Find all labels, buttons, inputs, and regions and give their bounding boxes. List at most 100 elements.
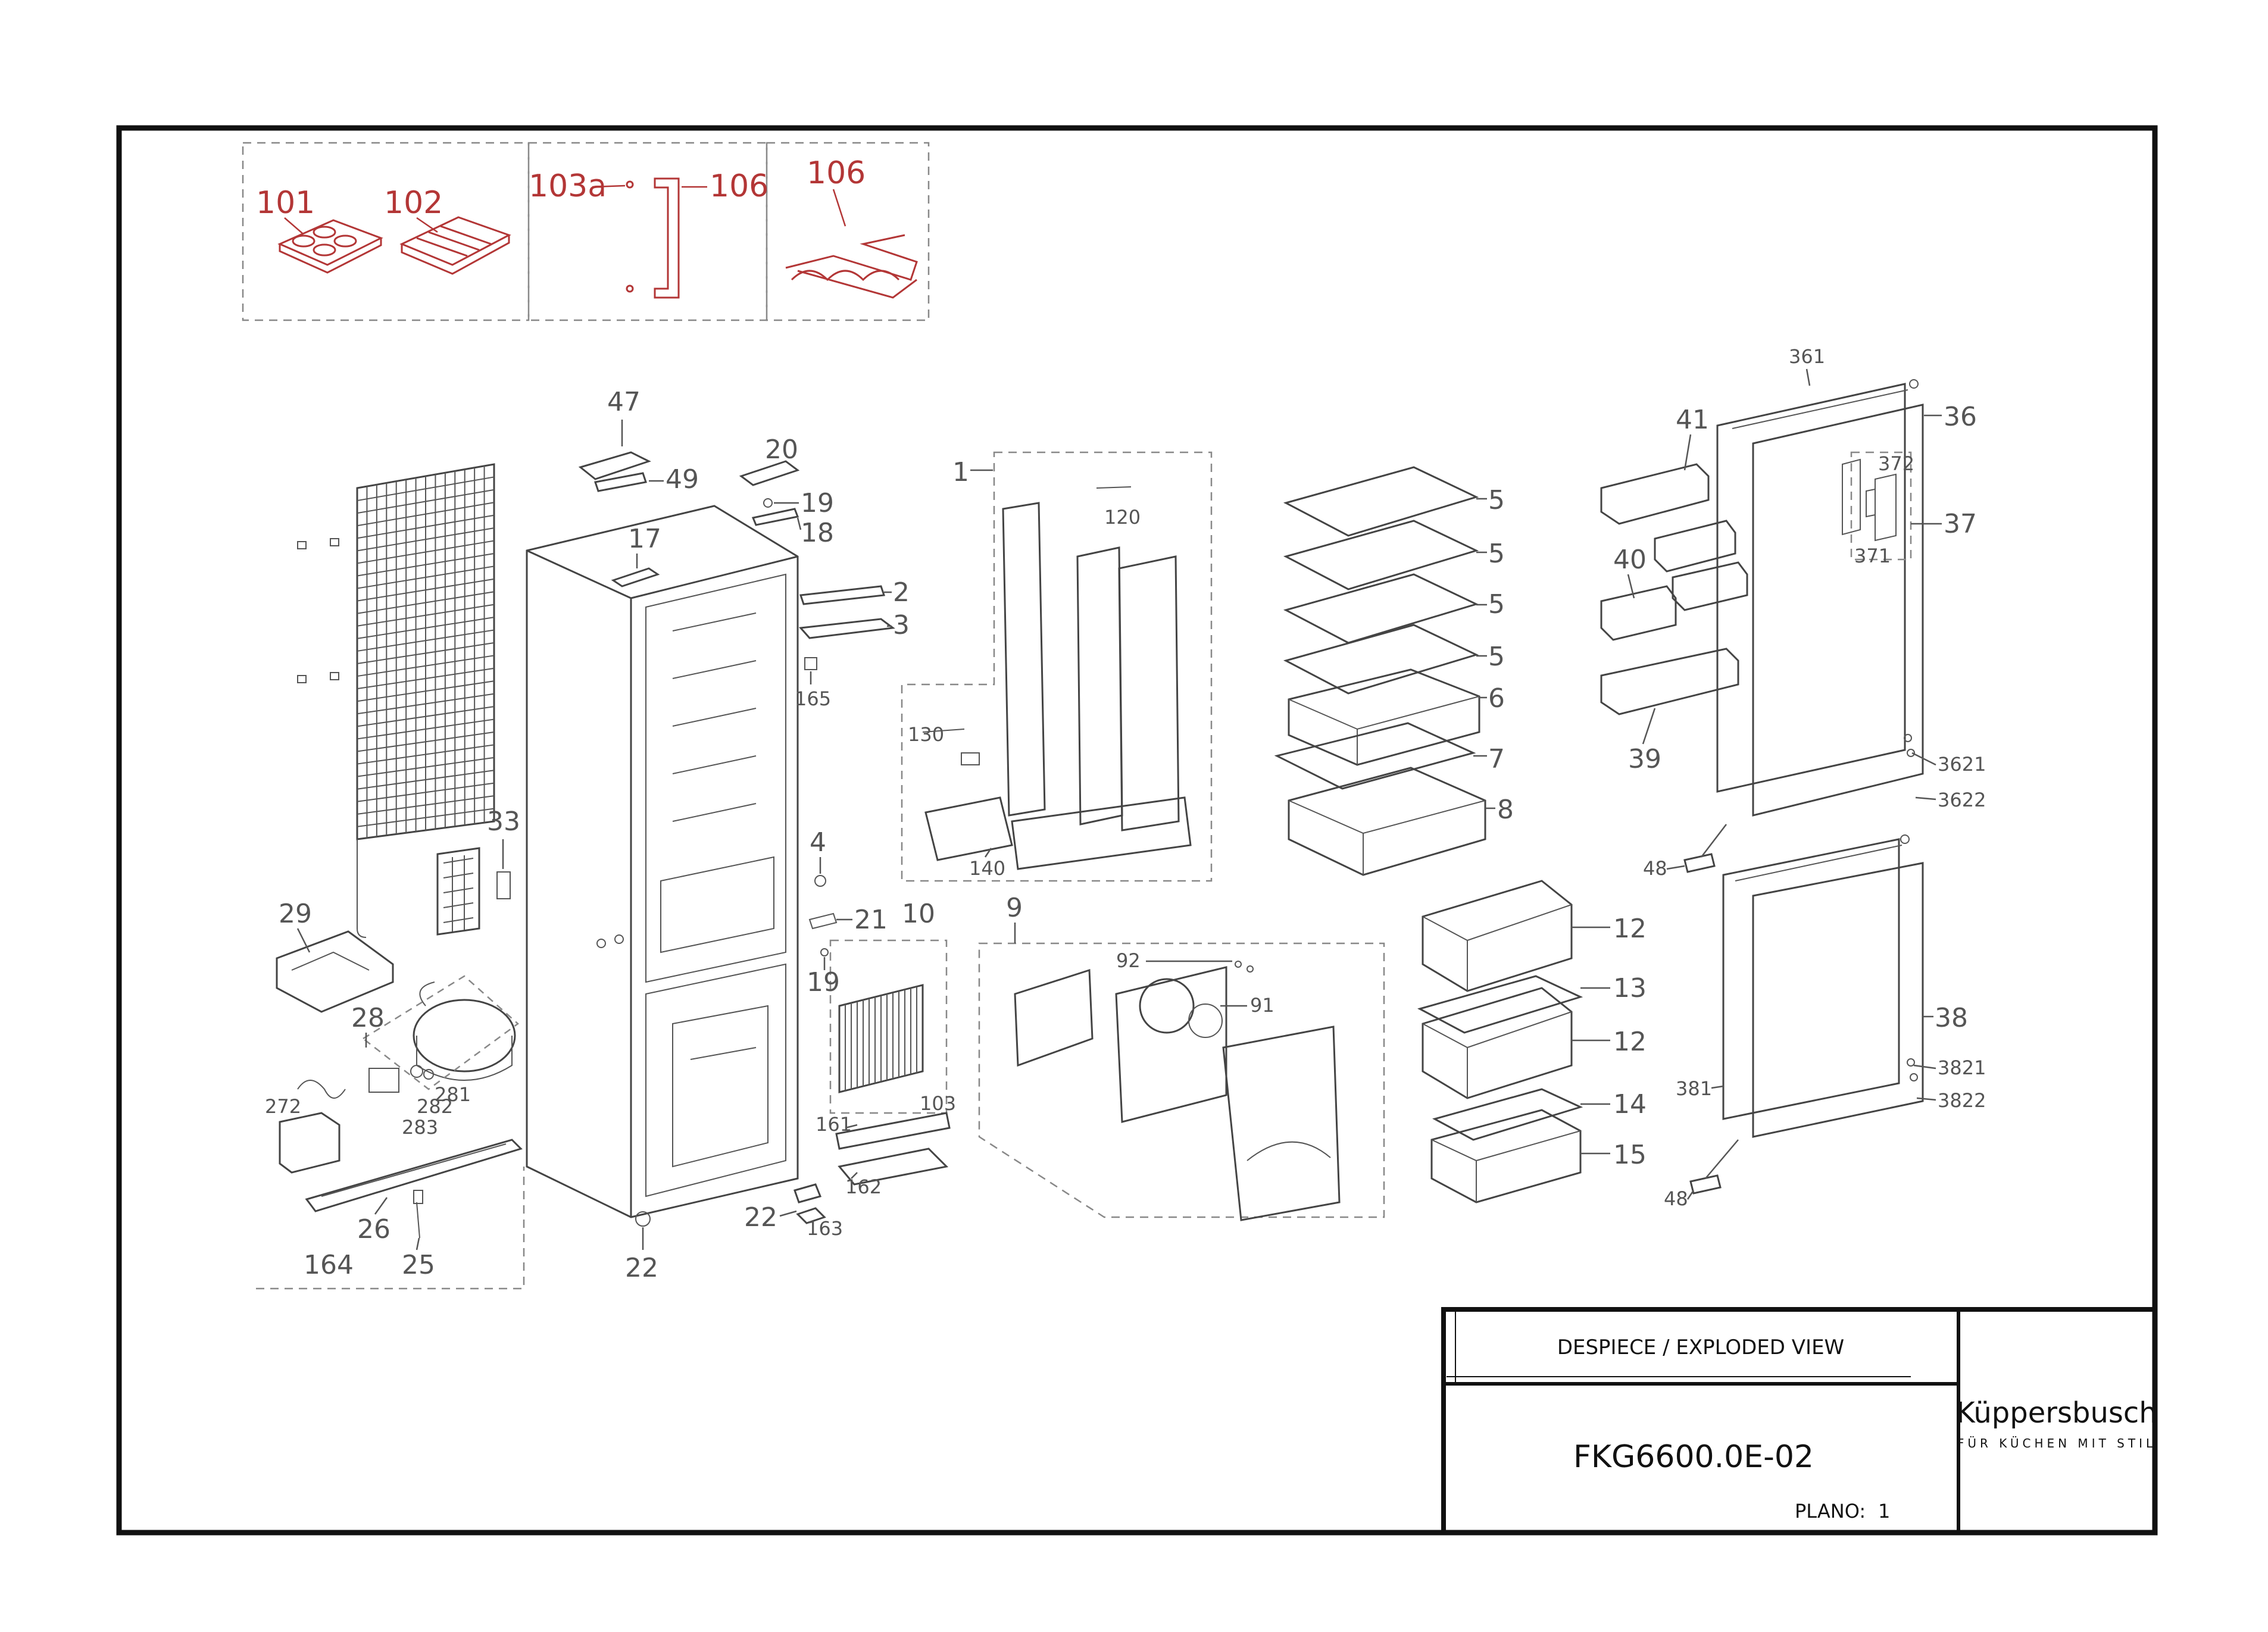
callout-3: 3 xyxy=(893,610,910,640)
callout-3821: 3821 xyxy=(1938,1056,1986,1079)
callout-371: 371 xyxy=(1854,545,1891,567)
cabinet-group xyxy=(256,451,951,1290)
callout-47: 47 xyxy=(607,387,641,417)
hinge-49 xyxy=(594,472,647,492)
callout-33: 33 xyxy=(487,806,520,837)
callout-19a: 19 xyxy=(801,488,834,518)
glass-shelf-2 xyxy=(1283,520,1479,590)
lower-door-panel xyxy=(1752,862,1924,1138)
hinge-cover-47 xyxy=(578,451,651,480)
callout-14: 14 xyxy=(1613,1089,1647,1120)
callout-161: 161 xyxy=(816,1113,852,1136)
label-105: 106 xyxy=(710,168,769,204)
control-panel-group xyxy=(901,451,1213,882)
brand-logo: Küppersbusch xyxy=(1956,1396,2157,1430)
callout-38: 38 xyxy=(1935,1003,1968,1033)
callout-17: 17 xyxy=(628,524,661,554)
callout-25: 25 xyxy=(402,1250,435,1280)
callout-281: 281 xyxy=(435,1083,471,1106)
callout-140: 140 xyxy=(969,857,1005,880)
doors-group xyxy=(1600,379,1924,1195)
model-number: FKG6600.0E-02 xyxy=(1573,1439,1814,1475)
callout-381: 381 xyxy=(1676,1077,1712,1100)
callout-163: 163 xyxy=(807,1217,843,1240)
drawing-border xyxy=(116,125,2158,1536)
callout-6: 6 xyxy=(1488,683,1505,714)
cabinet-body xyxy=(526,505,799,1218)
plano-label: PLANO: xyxy=(1795,1500,1866,1522)
callout-372: 372 xyxy=(1878,452,1914,475)
view-title: DESPIECE / EXPLODED VIEW xyxy=(1557,1336,1844,1359)
callout-3822: 3822 xyxy=(1938,1089,1986,1112)
callout-272: 272 xyxy=(265,1095,301,1118)
label-106: 106 xyxy=(807,155,866,191)
callout-91: 91 xyxy=(1250,994,1274,1017)
callout-41: 41 xyxy=(1676,405,1709,435)
hinge-cover-17 xyxy=(611,567,660,587)
freezer-drawer-12b xyxy=(1422,987,1573,1099)
callout-48b: 48 xyxy=(1664,1187,1688,1210)
glass-shelf-1 xyxy=(1283,466,1479,537)
glass-shelf-3 xyxy=(1283,573,1479,644)
callout-1: 1 xyxy=(952,457,969,487)
callout-162: 162 xyxy=(845,1175,882,1198)
callout-48a: 48 xyxy=(1643,857,1667,880)
upper-door-panel xyxy=(1752,404,1924,817)
callout-2: 2 xyxy=(893,577,910,608)
callout-164: 164 xyxy=(304,1250,354,1280)
plano-number: 1 xyxy=(1878,1500,1890,1522)
lower-door-gasket xyxy=(1722,838,1900,1120)
callout-19b: 19 xyxy=(807,967,840,998)
callout-103: 103 xyxy=(920,1092,956,1115)
callout-36: 36 xyxy=(1944,402,1977,432)
glass-7 xyxy=(1274,722,1476,790)
condenser-grid xyxy=(297,463,495,938)
egg-tray-part xyxy=(277,219,383,274)
callout-9: 9 xyxy=(1006,893,1023,923)
callout-12b: 12 xyxy=(1613,1027,1647,1057)
callout-labels: 47 49 20 19 18 17 2 3 165 4 21 19 10 103… xyxy=(265,345,1986,1283)
callout-20: 20 xyxy=(765,434,798,465)
callout-26: 26 xyxy=(357,1214,391,1245)
callout-5b: 5 xyxy=(1488,539,1505,569)
bottle-rack-part xyxy=(785,234,918,299)
callout-361: 361 xyxy=(1789,345,1825,368)
compressor xyxy=(361,975,519,1093)
freezer-glass-13 xyxy=(1417,975,1583,1034)
callout-21: 21 xyxy=(854,905,888,935)
callout-120: 120 xyxy=(1104,506,1141,529)
callout-18: 18 xyxy=(801,518,834,548)
label-102: 102 xyxy=(384,185,443,221)
callout-5a: 5 xyxy=(1488,485,1505,515)
callout-3622: 3622 xyxy=(1938,789,1986,811)
freezer-drawer-15 xyxy=(1430,1109,1582,1203)
crisper-6 xyxy=(1288,668,1480,766)
callout-283: 283 xyxy=(402,1116,438,1139)
evaporator xyxy=(796,939,951,1224)
callout-29: 29 xyxy=(279,899,312,929)
callout-92: 92 xyxy=(1116,949,1141,972)
brand-tagline: FÜR KÜCHEN MIT STIL xyxy=(1957,1436,2156,1450)
callout-130: 130 xyxy=(908,723,944,746)
shelves-group xyxy=(1274,466,1583,1203)
handle-part xyxy=(626,177,680,299)
callout-12a: 12 xyxy=(1613,914,1647,944)
callout-37: 37 xyxy=(1944,509,1977,539)
callout-5c: 5 xyxy=(1488,589,1505,620)
callout-4: 4 xyxy=(810,827,826,858)
callout-49: 49 xyxy=(666,464,699,495)
callout-3621: 3621 xyxy=(1938,753,1986,776)
upper-door-gasket xyxy=(1716,383,1906,793)
fan-assembly-group xyxy=(978,942,1385,1221)
callout-282: 282 xyxy=(417,1095,453,1118)
callout-8: 8 xyxy=(1497,795,1514,825)
crisper-8 xyxy=(1288,767,1486,876)
callout-5d: 5 xyxy=(1488,642,1505,672)
callout-28: 28 xyxy=(351,1003,385,1033)
freezer-drawer-12a xyxy=(1422,880,1573,992)
callout-39: 39 xyxy=(1628,744,1661,774)
label-101: 101 xyxy=(256,185,315,221)
callout-15: 15 xyxy=(1613,1140,1647,1170)
callout-22a: 22 xyxy=(744,1202,777,1233)
